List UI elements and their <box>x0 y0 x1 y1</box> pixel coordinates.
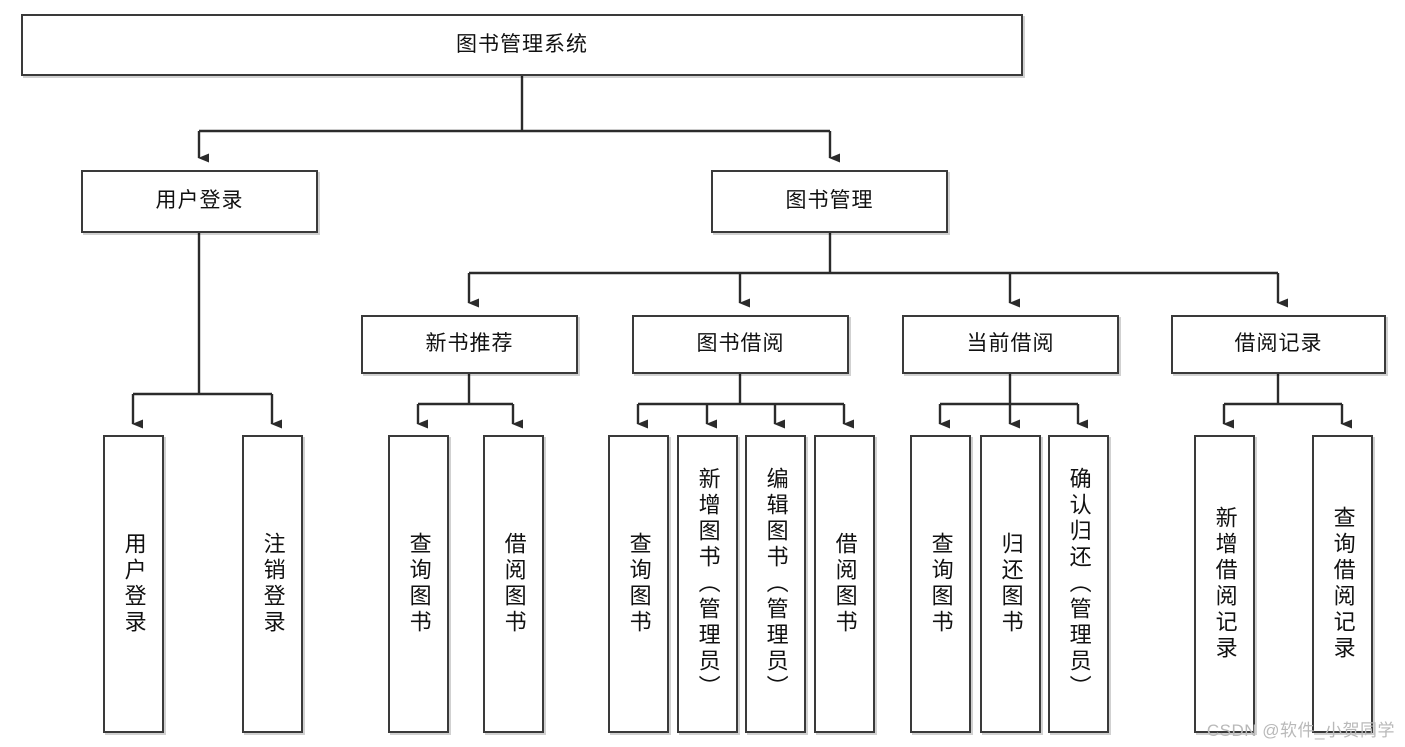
leaf-add-record[interactable]: 新增借阅记录 <box>1194 435 1255 733</box>
node-user-login[interactable]: 用户登录 <box>81 170 318 233</box>
node-current-borrow[interactable]: 当前借阅 <box>902 315 1119 374</box>
leaf-user-logout[interactable]: 注销登录 <box>242 435 303 733</box>
node-new-book-rec-label: 新书推荐 <box>425 332 514 356</box>
leaf-query-book-3[interactable]: 查询图书 <box>910 435 971 733</box>
leaf-query-record[interactable]: 查询借阅记录 <box>1312 435 1373 733</box>
node-book-manage[interactable]: 图书管理 <box>711 170 948 233</box>
leaf-return-book-label: 归还图书 <box>998 532 1024 636</box>
leaf-user-login-label: 用户登录 <box>121 532 147 636</box>
leaf-borrow-book-1-label: 借阅图书 <box>501 532 527 636</box>
leaf-query-book-2-label: 查询图书 <box>626 532 652 636</box>
node-borrow-record-label: 借阅记录 <box>1234 332 1323 356</box>
leaf-edit-book-label: 编辑图书（管理员） <box>763 467 789 701</box>
node-new-book-rec[interactable]: 新书推荐 <box>361 315 578 374</box>
leaf-confirm-return-label: 确认归还（管理员） <box>1066 467 1092 701</box>
leaf-confirm-return[interactable]: 确认归还（管理员） <box>1048 435 1109 733</box>
leaf-borrow-book-1[interactable]: 借阅图书 <box>483 435 544 733</box>
leaf-edit-book[interactable]: 编辑图书（管理员） <box>745 435 806 733</box>
node-book-manage-label: 图书管理 <box>785 189 874 213</box>
leaf-add-book-label: 新增图书（管理员） <box>695 467 721 701</box>
leaf-query-book-1-label: 查询图书 <box>406 532 432 636</box>
leaf-query-book-2[interactable]: 查询图书 <box>608 435 669 733</box>
node-user-login-label: 用户登录 <box>155 189 244 213</box>
leaf-add-book[interactable]: 新增图书（管理员） <box>677 435 738 733</box>
node-book-borrow-label: 图书借阅 <box>696 332 785 356</box>
leaf-add-record-label: 新增借阅记录 <box>1212 506 1238 662</box>
leaf-borrow-book-2[interactable]: 借阅图书 <box>814 435 875 733</box>
watermark: CSDN @软件_小贺同学 <box>1206 721 1395 740</box>
node-borrow-record[interactable]: 借阅记录 <box>1171 315 1386 374</box>
node-current-borrow-label: 当前借阅 <box>966 332 1055 356</box>
leaf-user-logout-label: 注销登录 <box>260 532 286 636</box>
leaf-borrow-book-2-label: 借阅图书 <box>832 532 858 636</box>
node-root[interactable]: 图书管理系统 <box>21 14 1023 76</box>
leaf-query-book-3-label: 查询图书 <box>928 532 954 636</box>
node-root-label: 图书管理系统 <box>456 32 588 56</box>
leaf-return-book[interactable]: 归还图书 <box>980 435 1041 733</box>
node-book-borrow[interactable]: 图书借阅 <box>632 315 849 374</box>
leaf-query-book-1[interactable]: 查询图书 <box>388 435 449 733</box>
leaf-query-record-label: 查询借阅记录 <box>1330 506 1356 662</box>
leaf-user-login[interactable]: 用户登录 <box>103 435 164 733</box>
